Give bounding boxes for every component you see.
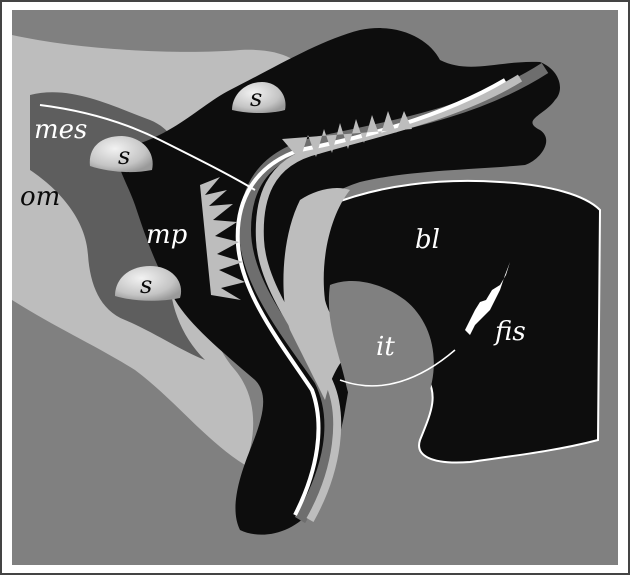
label-fis: fis [493,317,526,347]
label-s-top: s [250,84,262,112]
label-om: om [20,182,60,212]
label-mp: mp [146,220,188,250]
label-mes: mes [34,115,87,145]
label-s-middle: s [118,142,130,170]
label-bl: bl [415,225,440,255]
label-s-bottom: s [140,271,152,299]
label-it: it [376,332,395,362]
